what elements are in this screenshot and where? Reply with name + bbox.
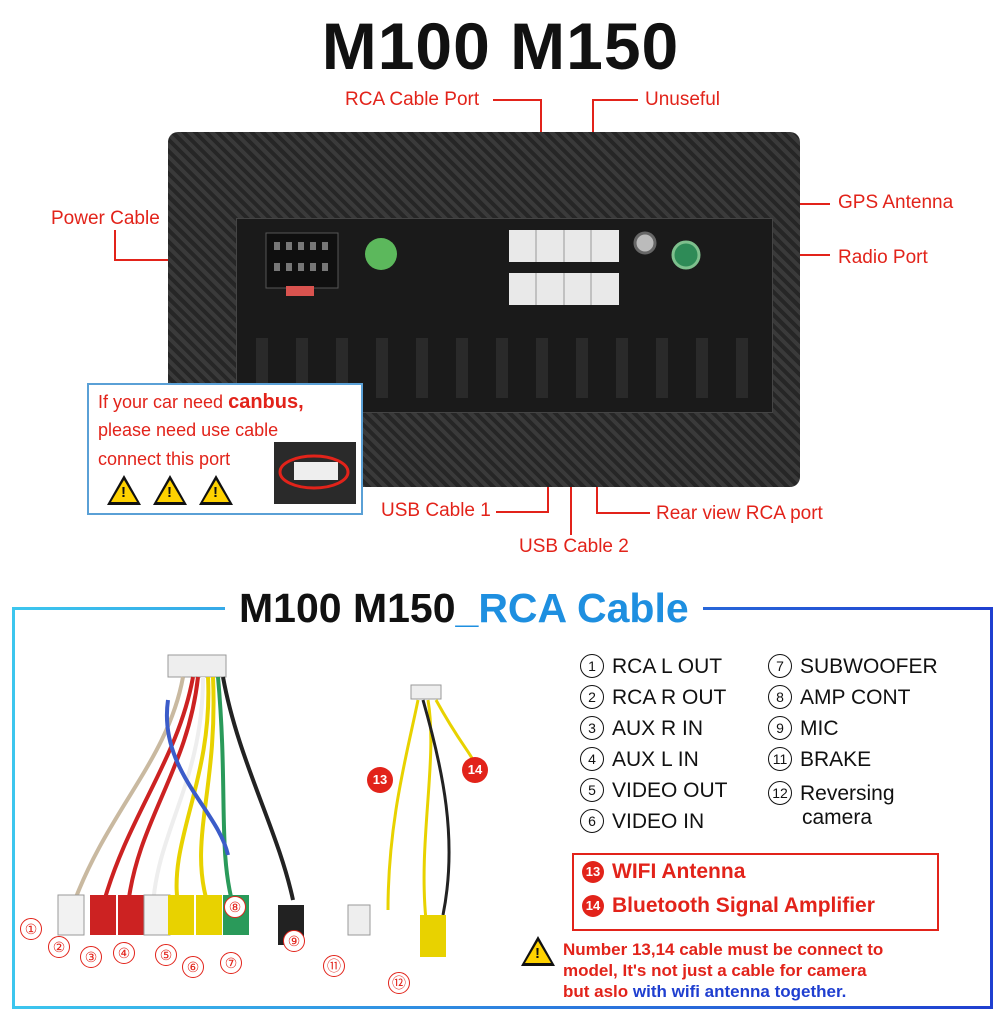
- legend-number: 5: [580, 778, 604, 802]
- cable-marker-12: ⑫: [388, 972, 410, 994]
- canbus-port-photo: [274, 442, 356, 504]
- special-number: 13: [582, 861, 604, 883]
- legend-right: 7 SUBWOOFER 8 AMP CONT 9 MIC 11 BRAKE 12 Reve…: [768, 651, 938, 830]
- special-label: Bluetooth Signal Amplifier: [612, 894, 875, 917]
- rca-section-title-model: M100 M150: [239, 585, 456, 631]
- rca-section-title-cable: _RCA Cable: [455, 585, 689, 631]
- legend-number: 7: [768, 654, 792, 678]
- legend-label: RCA R OUT: [612, 686, 727, 709]
- label-unuseful: Unuseful: [645, 89, 720, 110]
- legend-label: MIC: [800, 717, 839, 740]
- label-rear-view-rca-port: Rear view RCA port: [656, 503, 823, 524]
- legend-item: 8 AMP CONT: [768, 682, 938, 713]
- rca-cable-illustration: [57, 654, 475, 957]
- cable-marker-7: ⑦: [220, 952, 242, 974]
- warning-icon: !: [199, 475, 233, 505]
- legend-number: 8: [768, 685, 792, 709]
- legend-item: 2 RCA R OUT: [580, 682, 728, 713]
- warning-note: Number 13,14 cable must be connect to mo…: [563, 939, 883, 1002]
- cable-marker-14: 14: [462, 757, 488, 783]
- cable-marker-3: ③: [80, 946, 102, 968]
- special-number: 14: [582, 895, 604, 917]
- cable-marker-5: ⑤: [155, 944, 177, 966]
- cable-marker-13: 13: [367, 767, 393, 793]
- special-cable-14: 14 Bluetooth Signal Amplifier: [574, 889, 937, 923]
- canbus-keyword: canbus,: [228, 391, 304, 413]
- cable-marker-11: ⑪: [323, 955, 345, 977]
- legend-item: 7 SUBWOOFER: [768, 651, 938, 682]
- special-label: WIFI Antenna: [612, 860, 746, 883]
- legend-number: 9: [768, 716, 792, 740]
- legend-item: 5 VIDEO OUT: [580, 775, 728, 806]
- warning-note-line-3-blue: with wifi antenna together.: [632, 982, 847, 1001]
- canbus-line-2: please need use cable: [98, 420, 279, 440]
- legend-number: 1: [580, 654, 604, 678]
- cable-marker-8: ⑧: [224, 896, 246, 918]
- canbus-line-1: If your car need canbus,: [98, 387, 304, 417]
- legend-item: 6 VIDEO IN: [580, 806, 728, 837]
- special-cable-13: 13 WIFI Antenna: [574, 855, 937, 889]
- label-rca-cable-port: RCA Cable Port: [345, 89, 480, 110]
- warning-icon: !: [521, 936, 555, 966]
- legend-item: 1 RCA L OUT: [580, 651, 728, 682]
- canbus-callout: If your car need canbus, please need use…: [87, 383, 363, 515]
- legend-label: Reversing: [800, 782, 895, 805]
- cable-marker-9: ⑨: [283, 930, 305, 952]
- legend-label: BRAKE: [800, 748, 872, 771]
- cable-marker-1: ①: [20, 918, 42, 940]
- legend-label: AUX L IN: [612, 748, 699, 771]
- page-title: M100 M150: [321, 9, 680, 83]
- legend-label: camera: [802, 806, 873, 829]
- legend-number: 2: [580, 685, 604, 709]
- legend-item: 9 MIC: [768, 713, 938, 744]
- warning-icon: !: [107, 475, 141, 505]
- legend-number: 12: [768, 781, 792, 805]
- canbus-line-1-text: If your car need: [98, 392, 229, 412]
- legend-number: 4: [580, 747, 604, 771]
- warning-icon: !: [153, 475, 187, 505]
- legend-label: VIDEO IN: [612, 810, 705, 833]
- special-cables-box: 13 WIFI Antenna 14 Bluetooth Signal Amplif…: [572, 853, 939, 931]
- legend-left: 1 RCA L OUT 2 RCA R OUT 3 AUX R IN 4 AUX L I…: [580, 651, 728, 837]
- legend-label: SUBWOOFER: [800, 655, 938, 678]
- cable-marker-2: ②: [48, 936, 70, 958]
- canbus-line-3: connect this port: [98, 449, 231, 469]
- legend-number: 3: [580, 716, 604, 740]
- legend-item: 11 BRAKE: [768, 744, 938, 775]
- legend-label: RCA L OUT: [612, 655, 723, 678]
- cable-marker-6: ⑥: [182, 956, 204, 978]
- warning-note-line-3-red: but aslo: [563, 982, 633, 1001]
- label-usb-cable-1: USB Cable 1: [381, 500, 491, 521]
- legend-label: VIDEO OUT: [612, 779, 728, 802]
- warning-note-line-2: model, It's not just a cable for camera: [563, 961, 867, 980]
- legend-label: AMP CONT: [800, 686, 911, 709]
- label-power-cable: Power Cable: [51, 208, 160, 229]
- cable-marker-4: ④: [113, 942, 135, 964]
- legend-label: AUX R IN: [612, 717, 704, 740]
- warning-note-line-3: but aslo with wifi antenna together.: [563, 981, 883, 1002]
- label-gps-antenna: GPS Antenna: [838, 192, 954, 213]
- label-radio-port: Radio Port: [838, 247, 928, 268]
- warning-note-line-1: Number 13,14 cable must be connect to: [563, 940, 884, 959]
- legend-number: 6: [580, 809, 604, 833]
- connector-ports: [256, 230, 748, 398]
- rca-section-title: M100 M150_RCA Cable: [225, 585, 703, 632]
- legend-item: 4 AUX L IN: [580, 744, 728, 775]
- legend-number: 11: [768, 747, 792, 771]
- label-usb-cable-2: USB Cable 2: [519, 536, 629, 557]
- legend-item: 3 AUX R IN: [580, 713, 728, 744]
